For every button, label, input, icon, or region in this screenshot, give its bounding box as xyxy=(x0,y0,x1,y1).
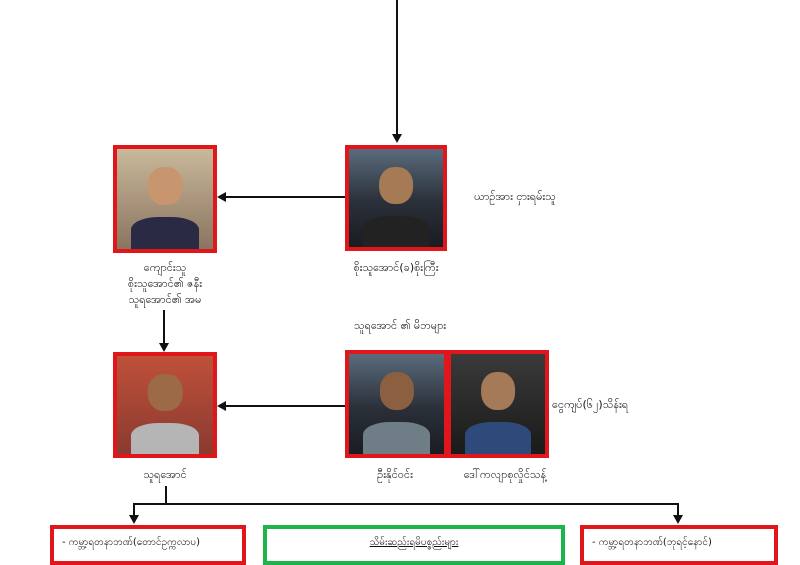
wife-caption-1: ကျောင်းသူ xyxy=(143,261,187,274)
renter-name: စိုးသူအောင်(ခ)စိုးကြီး xyxy=(353,261,439,274)
bank-right-text: - ကမ္ဘာ့ရတနာဘဏ်(ဘုရင့်နောင်) xyxy=(592,537,712,548)
arrow-down-icon xyxy=(129,515,139,524)
branch-left xyxy=(133,503,135,516)
photo-father xyxy=(345,350,448,458)
photo-mother xyxy=(447,350,549,458)
photo-suspect xyxy=(113,352,217,458)
arrow-left-icon xyxy=(217,401,226,411)
father-name: ဦးနိုင်ဝင်း xyxy=(377,468,413,481)
branch-right xyxy=(677,503,679,516)
seized-items-heading: သိမ်းဆည်းရမိပစ္စည်းများ xyxy=(369,537,459,548)
money-label: ငွေကျပ်(၆၂)သိန်းရ xyxy=(552,398,629,411)
arrow-down-icon xyxy=(159,343,169,352)
bank-box-left: - ကမ္ဘာ့ရတနာဘဏ်(တောင်ဥက္ကလာပ) xyxy=(50,525,246,565)
arrow-parents-to-suspect xyxy=(226,405,345,407)
photo-wife xyxy=(113,145,217,253)
seized-items-box: သိမ်းဆည်းရမိပစ္စည်းများ xyxy=(263,525,565,565)
wife-caption-3: သူရအောင်၏ အမ xyxy=(128,293,202,306)
parents-heading: သူရအောင် ၏ မိဘများ xyxy=(353,319,447,332)
renter-label: ယာဉ်အား ငှားရမ်းသူ xyxy=(474,190,556,203)
branch-line xyxy=(133,503,679,505)
arrow-down-icon xyxy=(392,134,402,143)
suspect-connector xyxy=(165,486,167,504)
suspect-name: သူရအောင် xyxy=(143,468,187,481)
photo-renter xyxy=(345,145,447,251)
arrow-down-icon xyxy=(673,515,683,524)
bank-box-right: - ကမ္ဘာ့ရတနာဘဏ်(ဘုရင့်နောင်) xyxy=(580,525,778,565)
wife-caption-2: စိုးသူအောင်၏ ဇနီး xyxy=(127,277,203,290)
bank-left-text: - ကမ္ဘာ့ရတနာဘဏ်(တောင်ဥက္ကလာပ) xyxy=(62,537,201,548)
arrow-left-icon xyxy=(217,192,226,202)
mother-name: ဒေါ်ကလျာစုလှိုင်သန့် xyxy=(463,468,547,481)
top-connector xyxy=(396,0,398,134)
arrow-wife-to-suspect xyxy=(163,310,165,344)
arrow-renter-to-wife xyxy=(226,196,345,198)
